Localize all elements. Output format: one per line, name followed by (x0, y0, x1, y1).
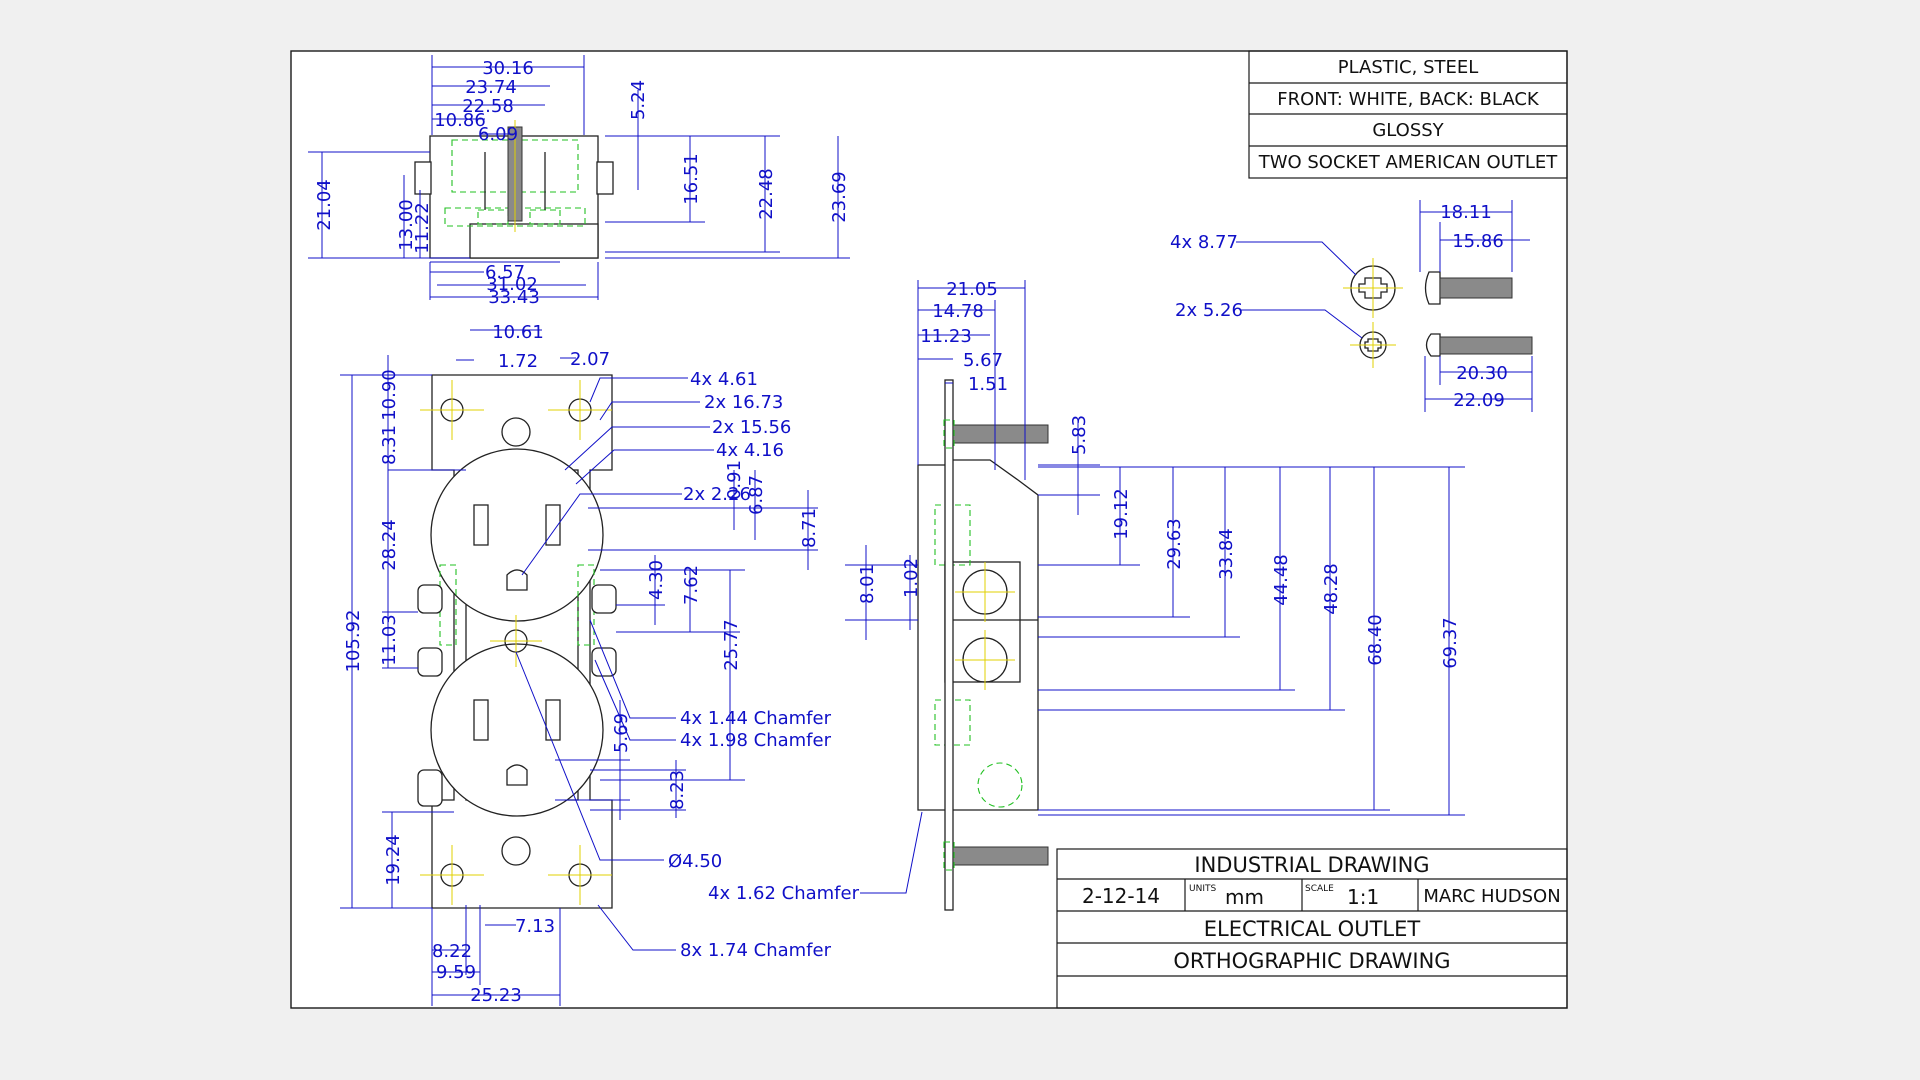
screw-details (1343, 258, 1533, 368)
dim-front-14: 28.24 (379, 519, 400, 571)
dim-front-20: 4x 1.44 Chamfer (680, 708, 832, 729)
dim-side-5: 1.51 (968, 374, 1008, 395)
note-colour: FRONT: WHITE, BACK: BLACK (1277, 89, 1540, 110)
dim-top-1: 30.16 (482, 58, 534, 79)
dim-top-9: 23.69 (829, 171, 850, 223)
front-view (417, 374, 617, 909)
dim-side-8: 29.63 (1164, 518, 1185, 570)
dim-top-2: 23.74 (465, 77, 517, 98)
dim-top-5: 6.09 (478, 124, 518, 145)
dim-front-10: 6.87 (746, 475, 767, 515)
dim-front-1: 10.61 (492, 322, 544, 343)
dim-front-15: 105.92 (343, 610, 364, 673)
note-finish: GLOSSY (1372, 120, 1444, 141)
title-date: 2-12-14 (1082, 884, 1160, 908)
dim-front-3: 2.07 (570, 349, 610, 370)
dim-side-13: 69.37 (1440, 617, 1461, 669)
dim-front-21: 4x 1.98 Chamfer (680, 730, 832, 751)
side-view (917, 379, 1049, 911)
dim-top-11: 13.00 (396, 199, 417, 251)
dim-front-5: 2x 16.73 (704, 392, 783, 413)
dim-top-7: 16.51 (681, 153, 702, 205)
dim-side-12: 68.40 (1365, 614, 1386, 666)
dim-front-17: 4.30 (646, 560, 667, 600)
dim-top-14: 31.02 (486, 274, 538, 295)
front-view-dimensions: 10.61 1.72 2.07 4x 4.61 2x 16.73 2x 15.5… (340, 322, 832, 1006)
title-units-value: mm (1225, 885, 1264, 909)
dim-front-26: 7.13 (515, 916, 555, 937)
dim-front-23: 8.23 (667, 770, 688, 810)
dim-side-16: 4x 1.62 Chamfer (708, 883, 860, 904)
dim-side-7: 19.12 (1111, 488, 1132, 540)
dim-screw-3: 18.11 (1440, 202, 1492, 223)
dim-side-4: 5.67 (963, 350, 1003, 371)
dim-screw-2: 2x 5.26 (1175, 300, 1243, 321)
dim-front-29: 25.23 (470, 985, 522, 1006)
dim-front-2: 1.72 (498, 351, 538, 372)
dim-top-13: 6.57 (485, 262, 525, 283)
side-view-dimensions: 21.05 14.78 11.23 5.67 1.51 5.83 19.12 2… (708, 279, 1465, 904)
dim-top-12: 11.22 (412, 202, 433, 254)
dim-front-30: 8x 1.74 Chamfer (680, 940, 832, 961)
dim-front-9: 0.91 (724, 460, 745, 500)
dim-side-10: 44.48 (1271, 554, 1292, 606)
dim-top-4: 10.86 (434, 110, 486, 131)
screw-dimensions: 4x 8.77 2x 5.26 18.11 15.86 20.30 22.09 (1170, 200, 1533, 412)
dim-front-25: 19.24 (383, 834, 404, 886)
dim-side-1: 21.05 (946, 279, 998, 300)
dim-screw-5: 20.30 (1456, 363, 1508, 384)
top-view-dimensions: 30.16 23.74 22.58 10.86 6.09 5.24 16.51 … (308, 55, 850, 308)
dim-front-7: 4x 4.16 (716, 440, 784, 461)
dim-side-6: 5.83 (1069, 415, 1090, 455)
note-material: PLASTIC, STEEL (1338, 57, 1479, 78)
note-part: TWO SOCKET AMERICAN OUTLET (1258, 152, 1559, 173)
top-view (414, 120, 614, 259)
dim-side-9: 33.84 (1216, 528, 1237, 580)
dim-screw-6: 22.09 (1453, 390, 1505, 411)
dim-top-6: 5.24 (628, 80, 649, 120)
dim-front-12: 10.90 (379, 369, 400, 421)
dim-front-13: 8.31 (379, 425, 400, 465)
title-heading: INDUSTRIAL DRAWING (1194, 853, 1429, 877)
dim-side-14: 8.01 (857, 564, 878, 604)
dim-front-18: 7.62 (681, 565, 702, 605)
dim-front-28: 9.59 (436, 962, 476, 983)
title-line1: ELECTRICAL OUTLET (1204, 917, 1421, 941)
dim-front-19: 25.77 (721, 619, 742, 671)
dim-front-6: 2x 15.56 (712, 417, 791, 438)
dim-side-2: 14.78 (932, 301, 984, 322)
dim-front-4: 4x 4.61 (690, 369, 758, 390)
title-line2: ORTHOGRAPHIC DRAWING (1173, 949, 1450, 973)
title-author: MARC HUDSON (1423, 886, 1560, 907)
dim-screw-1: 4x 8.77 (1170, 232, 1238, 253)
dim-front-16: 11.03 (379, 614, 400, 666)
dim-side-15: 1.02 (901, 558, 922, 598)
dim-side-11: 48.28 (1321, 563, 1342, 615)
dim-front-11: 8.71 (799, 508, 820, 548)
dim-screw-4: 15.86 (1452, 231, 1504, 252)
dim-front-24: Ø4.50 (668, 851, 722, 872)
title-units-label: UNITS (1189, 884, 1216, 894)
dim-side-3: 11.23 (920, 326, 972, 347)
dim-front-22: 5.69 (611, 713, 632, 753)
title-scale-value: 1:1 (1347, 885, 1379, 909)
title-scale-label: SCALE (1305, 884, 1334, 894)
dim-top-10: 21.04 (314, 179, 335, 231)
notes-block: PLASTIC, STEEL FRONT: WHITE, BACK: BLACK… (1248, 50, 1568, 179)
dim-top-15: 33.43 (488, 287, 540, 308)
title-block: INDUSTRIAL DRAWING 2-12-14 UNITS mm SCAL… (1056, 848, 1568, 1009)
dim-front-27: 8.22 (432, 941, 472, 962)
dim-top-3: 22.58 (462, 96, 514, 117)
dim-top-8: 22.48 (756, 168, 777, 220)
